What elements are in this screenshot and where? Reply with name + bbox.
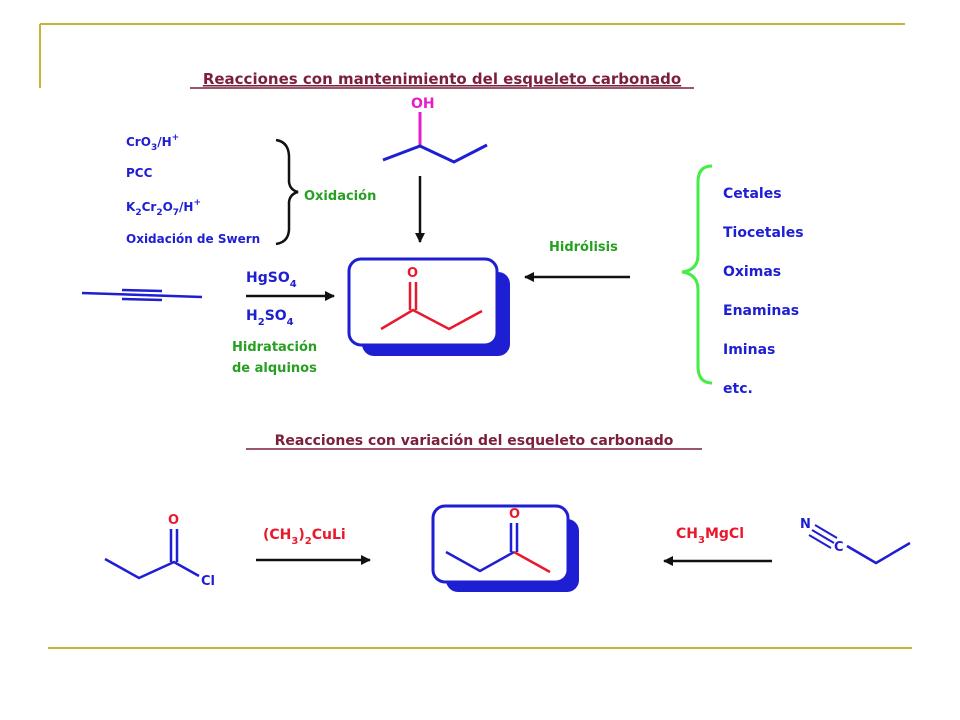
reagent-grignard: CH3MgCl — [676, 526, 744, 546]
section2-title: Reacciones con variación del esqueleto c… — [275, 433, 674, 449]
reagent-pcc: PCC — [126, 166, 153, 180]
hydration-label-line1: Hidratación — [232, 340, 317, 355]
reagent-cuprate: (CH3)2CuLi — [263, 527, 346, 547]
section1-title: Reacciones con mantenimiento del esquele… — [203, 70, 681, 88]
list-item-iminas: Iminas — [723, 342, 775, 358]
slide-frame — [39, 23, 912, 649]
ketone-o-label: O — [407, 266, 418, 281]
list-item-etc: etc. — [723, 381, 753, 397]
reagent-cro3: CrO3/H+ — [126, 133, 179, 153]
hydration-label-line2: de alquinos — [232, 361, 317, 376]
acyl-chloride-molecule: O Cl — [104, 513, 215, 589]
list-item-tiocetales: Tiocetales — [723, 225, 804, 241]
oxidation-bracket — [275, 138, 299, 246]
oxidation-reagents: CrO3/H+ PCC K2Cr2O7/H+ Oxidación de Swer… — [126, 133, 260, 246]
hydrolysis-label: Hidrólisis — [549, 240, 618, 255]
list-item-enaminas: Enaminas — [723, 303, 799, 319]
hydrolysis-brace — [681, 164, 713, 385]
alkyne-molecule — [81, 288, 203, 302]
reagent-swern: Oxidación de Swern — [126, 232, 260, 246]
nitrile-c-label: C — [834, 540, 844, 555]
alcohol-oh-label: OH — [411, 96, 435, 112]
list-item-cetales: Cetales — [723, 186, 782, 202]
reagent-h2so4: H2SO4 — [246, 308, 294, 328]
reagent-hgso4: HgSO4 — [246, 270, 297, 290]
acyl-cl-label: Cl — [201, 574, 215, 589]
product-ketone-box: O — [431, 504, 579, 592]
alcohol-molecule: OH — [382, 96, 488, 164]
reagent-k2cr2o7: K2Cr2O7/H+ — [126, 198, 201, 218]
acyl-o-label: O — [168, 513, 179, 528]
oxidation-label: Oxidación — [304, 189, 376, 204]
product-o-label: O — [509, 507, 520, 522]
nitrile-n-label: N — [800, 517, 811, 532]
central-ketone-box: O — [347, 257, 510, 356]
list-item-oximas: Oximas — [723, 264, 781, 280]
nitrile-molecule: N C — [800, 517, 911, 565]
hydrolysis-list: Cetales Tiocetales Oximas Enaminas Imina… — [723, 186, 804, 397]
